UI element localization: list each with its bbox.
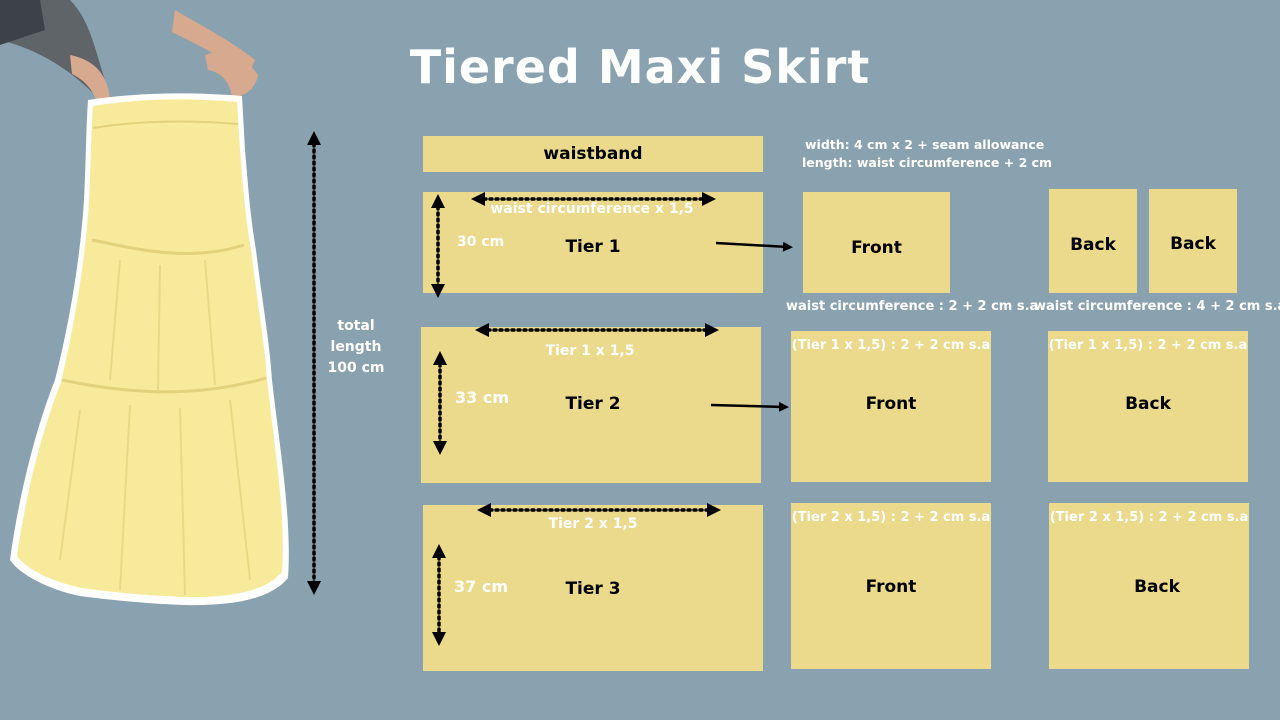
tier2-height-note: 33 cm <box>455 388 509 407</box>
tier2-to-front-arrow <box>710 401 789 412</box>
tier1-back-label-left: Back <box>1070 235 1116 255</box>
waistband-piece: waistband <box>423 136 763 172</box>
tier1-label: Tier 1 <box>565 237 621 257</box>
tier1-back-label-right: Back <box>1170 234 1216 254</box>
tier3-height-note: 37 cm <box>454 577 508 596</box>
tier3-label: Tier 3 <box>565 579 621 599</box>
total-length-line2: length <box>330 339 382 355</box>
tier2-front-note: (Tier 1 x 1,5) : 2 + 2 cm s.a <box>791 338 991 353</box>
tier1-back-piece-left: Back <box>1049 189 1137 293</box>
tier3-back-note: (Tier 2 x 1,5) : 2 + 2 cm s.a <box>1049 510 1249 525</box>
tier1-back-note: waist circumference : 4 + 2 cm s.a <box>1034 299 1280 314</box>
tier2-width-note: Tier 1 x 1,5 <box>545 343 635 359</box>
waist-seam <box>92 120 239 129</box>
skirt-folds <box>59 259 251 596</box>
tier2-back-note: (Tier 1 x 1,5) : 2 + 2 cm s.a <box>1048 338 1248 353</box>
tier-seam-2 <box>61 376 267 394</box>
waistband-width-note: width: 4 cm x 2 + seam allowance <box>805 137 1045 152</box>
tier3-piece: Tier 3 <box>423 505 763 671</box>
skirt-fabric <box>17 99 283 598</box>
tier2-back-piece: Back <box>1048 331 1248 482</box>
tier2-front-label: Front <box>865 394 917 414</box>
total-length-line3: 100 cm <box>327 360 385 376</box>
tier3-back-piece: Back <box>1049 503 1249 669</box>
tier3-front-label: Front <box>865 577 917 597</box>
tier3-width-note: Tier 2 x 1,5 <box>548 516 638 532</box>
waistband-label: waistband <box>543 144 643 164</box>
tier3-front-note: (Tier 2 x 1,5) : 2 + 2 cm s.a <box>791 510 991 525</box>
tier2-piece: Tier 2 <box>421 327 761 483</box>
page-title: Tiered Maxi Skirt <box>409 40 871 94</box>
tier2-back-label: Back <box>1125 394 1171 414</box>
model-arm-sleeve <box>0 0 45 45</box>
tier1-height-note: 30 cm <box>457 234 505 250</box>
tier1-back-piece-right: Back <box>1149 189 1237 293</box>
tier3-back-label: Back <box>1134 577 1180 597</box>
tier-seam-1 <box>91 238 245 256</box>
model-forearm-right <box>172 10 255 76</box>
waistband-length-note: length: waist circumference + 2 cm <box>802 155 1053 170</box>
tier2-front-piece: Front <box>791 331 991 482</box>
tier1-front-piece: Front <box>803 192 950 293</box>
model-hand-left <box>70 55 110 104</box>
tier1-piece: Tier 1 <box>423 192 763 293</box>
tier1-to-front-arrow <box>715 241 793 252</box>
total-length-label: total length 100 cm <box>322 316 390 379</box>
skirt-photo <box>0 0 289 606</box>
tier2-label: Tier 2 <box>565 394 621 414</box>
total-length-line1: total <box>337 318 375 334</box>
tier3-front-piece: Front <box>791 503 991 669</box>
tier1-front-label: Front <box>851 238 902 258</box>
tier1-front-note: waist circumference : 2 + 2 cm s.a <box>786 299 1039 314</box>
